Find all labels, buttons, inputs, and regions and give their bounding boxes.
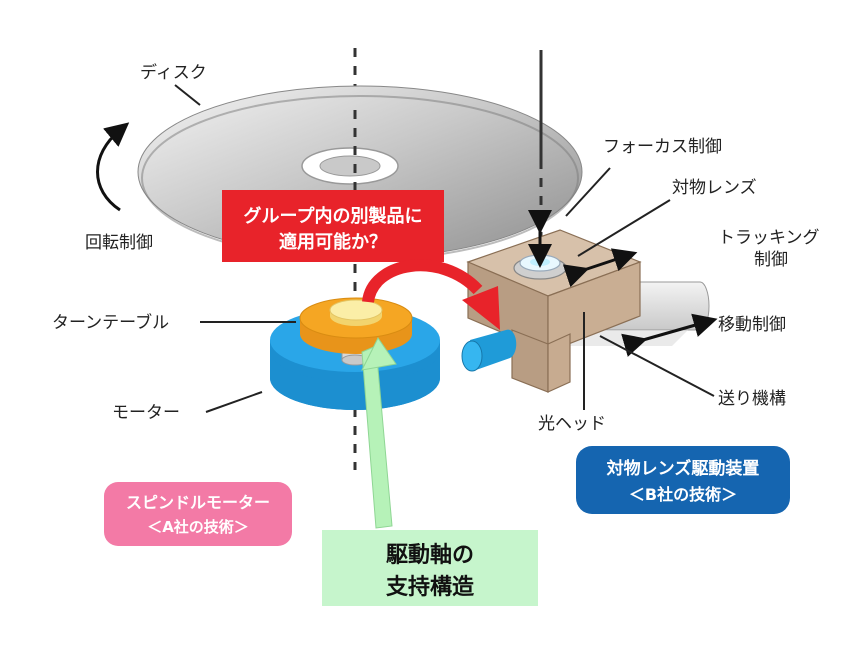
svg-text:対物レンズ駆動装置: 対物レンズ駆動装置 bbox=[606, 458, 760, 479]
svg-text:グループ内の別製品に: グループ内の別製品に bbox=[244, 205, 423, 227]
svg-text:＜B社の技術＞: ＜B社の技術＞ bbox=[629, 485, 737, 504]
tracking-control-label-2: 制御 bbox=[754, 250, 788, 270]
spindle-motor-callout: スピンドルモーター ＜A社の技術＞ bbox=[104, 482, 292, 546]
actuator-cylinder bbox=[461, 329, 517, 372]
disc-label: ディスク bbox=[140, 62, 207, 83]
svg-text:駆動軸の: 駆動軸の bbox=[386, 542, 474, 568]
svg-text:スピンドルモーター: スピンドルモーター bbox=[126, 493, 270, 512]
svg-text:支持構造: 支持構造 bbox=[386, 574, 474, 600]
support-arrow-icon bbox=[361, 337, 397, 529]
rotation-arrow-icon bbox=[96, 122, 130, 212]
turntable bbox=[299, 297, 413, 354]
tracking-arrow-icon bbox=[562, 248, 638, 288]
turntable-label: ターンテーブル bbox=[52, 312, 169, 333]
motor-label: モーター bbox=[112, 403, 180, 423]
group-question-callout: グループ内の別製品に 適用可能か？ bbox=[222, 190, 444, 262]
drive-shaft-callout: 駆動軸の 支持構造 bbox=[322, 530, 538, 606]
disc-leader-line bbox=[174, 84, 201, 106]
objective-lens-label: 対物レンズ bbox=[672, 178, 757, 198]
tracking-control-label: トラッキング bbox=[718, 228, 820, 248]
rotation-control-label: 回転制御 bbox=[85, 233, 153, 253]
lens-drive-callout: 対物レンズ駆動装置 ＜B社の技術＞ bbox=[576, 446, 790, 514]
focus-control-label: フォーカス制御 bbox=[603, 137, 722, 157]
svg-text:適用可能か？: 適用可能か？ bbox=[279, 231, 387, 253]
feed-mechanism-label: 送り機構 bbox=[718, 389, 786, 409]
svg-text:＜A社の技術＞: ＜A社の技術＞ bbox=[147, 518, 249, 536]
optical-head-label: 光ヘッド bbox=[538, 414, 606, 434]
transfer-arrow-icon bbox=[362, 259, 483, 304]
move-arrow-icon bbox=[621, 313, 718, 357]
move-control-label: 移動制御 bbox=[718, 315, 786, 335]
